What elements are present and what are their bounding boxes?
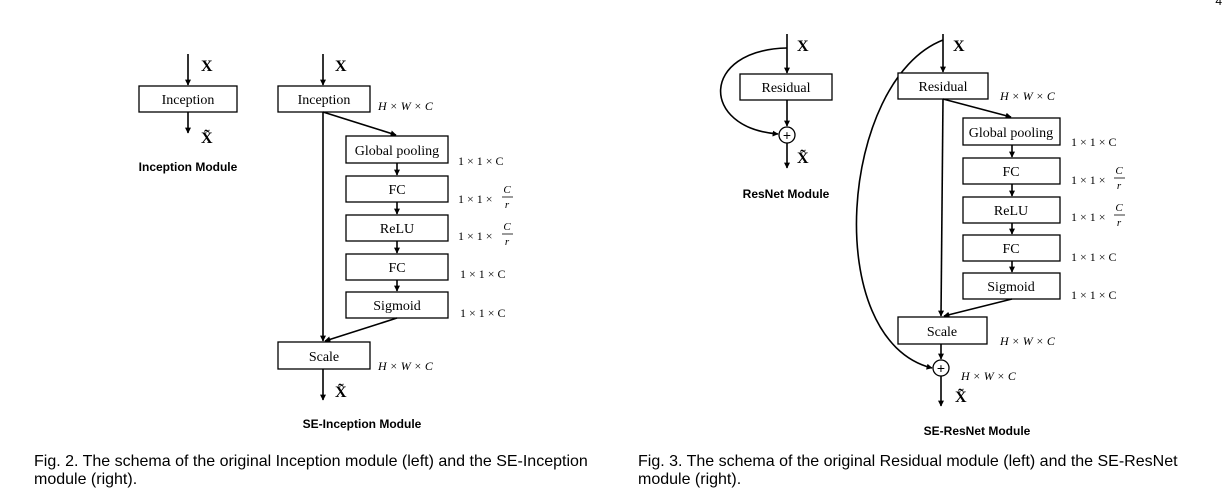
- fc-box: [962, 234, 1061, 262]
- dim-1x1xc: 1 × 1 × C: [460, 267, 506, 281]
- residual-box: [739, 73, 833, 101]
- inception-module-title: Inception Module: [139, 160, 238, 174]
- relu-label: ReLU: [380, 222, 414, 237]
- output-symbol: X̃: [797, 148, 809, 167]
- global-pooling-box: [345, 135, 449, 164]
- se-resnet-module-diagram: X Residual H × W × C Global pooling 1 × …: [855, 34, 1125, 438]
- dim-frac-num: C: [503, 184, 511, 196]
- dim-hwc: H × W × C: [377, 99, 434, 113]
- figure-2-caption: Fig. 2. The schema of the original Incep…: [34, 453, 588, 488]
- dim-prefix: 1 × 1 ×: [1071, 173, 1106, 187]
- dim-1x1xc: 1 × 1 × C: [1071, 250, 1117, 264]
- sum-symbol: +: [783, 127, 791, 143]
- inception-label: Inception: [298, 93, 351, 108]
- dim-prefix: 1 × 1 ×: [458, 192, 493, 206]
- fc-label: FC: [1002, 242, 1019, 257]
- global-pooling-label: Global pooling: [355, 144, 439, 159]
- page-number: 4: [1215, 0, 1222, 8]
- merge-arrow: [943, 298, 1013, 318]
- figure-3-caption: Fig. 3. The schema of the original Resid…: [638, 453, 1178, 488]
- identity-line: [938, 98, 945, 317]
- input-symbol: X: [953, 38, 965, 55]
- dim-hwc: H × W × C: [999, 334, 1056, 348]
- dim-1x1xc: 1 × 1 × C: [458, 154, 504, 168]
- skip-connection: [719, 47, 788, 137]
- dim-1x1xc-over-r: 1 × 1 × C r: [1071, 202, 1125, 229]
- scale-label: Scale: [927, 325, 957, 340]
- dim-1x1xc-over-r: 1 × 1 × C r: [458, 184, 513, 211]
- dim-frac-den: r: [505, 236, 510, 248]
- se-resnet-module-title: SE-ResNet Module: [924, 424, 1031, 438]
- dim-1x1xc: 1 × 1 × C: [1071, 288, 1117, 302]
- resnet-module-diagram: X Residual + X̃ ResNet Module: [719, 34, 833, 201]
- fc-box: [345, 175, 449, 203]
- scale-label: Scale: [309, 350, 339, 365]
- output-symbol: X̃: [201, 128, 213, 147]
- fc-label: FC: [1002, 165, 1019, 180]
- scale-box: [897, 316, 988, 345]
- dim-frac-den: r: [505, 199, 510, 211]
- dim-1x1xc-over-r: 1 × 1 × C r: [458, 221, 513, 248]
- dim-hwc: H × W × C: [377, 359, 434, 373]
- global-pooling-label: Global pooling: [969, 126, 1053, 141]
- skip-connection: [855, 39, 944, 370]
- dim-frac-num: C: [1115, 202, 1123, 214]
- fc-label: FC: [388, 183, 405, 198]
- fc-label: FC: [388, 261, 405, 276]
- sigmoid-label: Sigmoid: [373, 299, 420, 314]
- output-symbol: X̃: [955, 387, 967, 406]
- dim-prefix: 1 × 1 ×: [458, 229, 493, 243]
- dim-frac-num: C: [1115, 165, 1123, 177]
- se-inception-module-title: SE-Inception Module: [303, 417, 422, 431]
- dim-frac-den: r: [1117, 217, 1122, 229]
- fc-box: [962, 157, 1061, 185]
- dim-frac-num: C: [503, 221, 511, 233]
- inception-label: Inception: [162, 93, 215, 108]
- dim-1x1xc: 1 × 1 × C: [1071, 135, 1117, 149]
- input-symbol: X: [201, 58, 213, 75]
- dim-1x1xc: 1 × 1 × C: [460, 306, 506, 320]
- input-symbol: X: [335, 58, 347, 75]
- branch-arrow: [322, 111, 397, 137]
- relu-box: [345, 214, 449, 242]
- scale-box: [277, 341, 371, 370]
- sigmoid-box: [345, 291, 449, 319]
- output-symbol: X̃: [335, 382, 347, 401]
- relu-box: [962, 196, 1061, 224]
- branch-arrow: [942, 98, 1012, 119]
- se-inception-module-diagram: X Inception H × W × C Global pooling 1 ×…: [277, 54, 513, 431]
- residual-label: Residual: [762, 81, 811, 96]
- inception-module-diagram: X Inception X̃ Inception Module: [138, 54, 238, 174]
- dim-hwc: H × W × C: [999, 89, 1056, 103]
- dim-prefix: 1 × 1 ×: [1071, 210, 1106, 224]
- residual-label: Residual: [919, 80, 968, 95]
- relu-label: ReLU: [994, 204, 1028, 219]
- sigmoid-label: Sigmoid: [987, 280, 1034, 295]
- dim-frac-den: r: [1117, 180, 1122, 192]
- inception-box: [277, 85, 371, 113]
- sum-symbol: +: [937, 360, 945, 376]
- merge-arrow: [324, 317, 398, 343]
- resnet-module-title: ResNet Module: [743, 187, 830, 201]
- global-pooling-box: [962, 117, 1061, 146]
- dim-1x1xc-over-r: 1 × 1 × C r: [1071, 165, 1125, 192]
- input-symbol: X: [797, 38, 809, 55]
- dim-hwc: H × W × C: [960, 369, 1017, 383]
